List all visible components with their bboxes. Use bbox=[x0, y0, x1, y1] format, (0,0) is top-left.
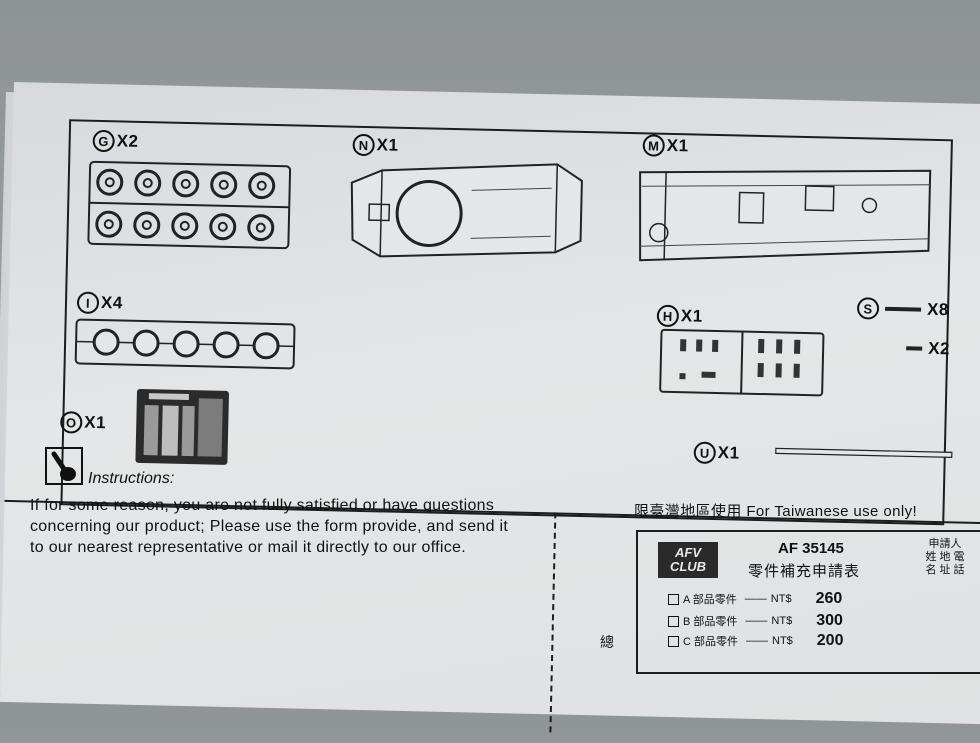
part-g-letter: G bbox=[92, 129, 115, 153]
floor-m-drawing bbox=[639, 169, 932, 262]
part-h-label: H X1 bbox=[656, 304, 703, 328]
part-i-label: I X4 bbox=[76, 291, 124, 314]
checkbox-b[interactable] bbox=[668, 615, 679, 627]
region-note: 限臺灣地區使用 For Taiwanese use only! bbox=[634, 503, 918, 520]
part-u-label: U X1 bbox=[693, 441, 740, 465]
sprue-i-drawing bbox=[74, 318, 296, 370]
row-a-label: A 部品零件 bbox=[683, 594, 737, 606]
form-row-b[interactable]: B 部品零件 —— NT$ 300 bbox=[668, 612, 843, 630]
applicant-fields: 姓 地 電 名 址 話 bbox=[925, 551, 965, 576]
row-a-price: 260 bbox=[815, 590, 843, 607]
part-s-letter: S bbox=[856, 297, 880, 320]
part-h-letter: H bbox=[656, 304, 680, 328]
part-h-count: X1 bbox=[680, 306, 703, 326]
logo-line-2: CLUB bbox=[669, 559, 707, 574]
instructions-title: Instructions: bbox=[88, 470, 175, 487]
part-s-short-label: X2 bbox=[906, 338, 950, 359]
part-o-letter: O bbox=[60, 411, 83, 434]
row-b-price: 300 bbox=[816, 612, 843, 629]
instruction-sheet: G X2 N X1 bbox=[0, 82, 980, 733]
logo-line-1: AFV bbox=[675, 545, 701, 560]
photo-etch-o-drawing bbox=[135, 388, 229, 465]
part-s-rod-long bbox=[885, 306, 922, 312]
part-u-letter: U bbox=[693, 441, 717, 465]
part-s-count-a: X8 bbox=[926, 299, 950, 320]
applicant-block: 申請人 姓 地 電 名 址 話 bbox=[900, 538, 980, 577]
applicant-header: 申請人 bbox=[928, 538, 962, 550]
sprue-g-drawing bbox=[87, 160, 292, 250]
row-c-currency: NT$ bbox=[772, 635, 793, 647]
hand-pointer-icon bbox=[45, 447, 83, 485]
checkbox-c[interactable] bbox=[668, 635, 679, 647]
part-u-count: X1 bbox=[717, 443, 740, 463]
instructions-body: If for some reason, you are not fully sa… bbox=[30, 497, 509, 556]
row-b-currency: NT$ bbox=[771, 615, 793, 627]
part-o-label: O X1 bbox=[60, 411, 106, 434]
part-i-letter: I bbox=[76, 291, 100, 314]
part-o-count: X1 bbox=[84, 412, 107, 433]
parts-frame: G X2 N X1 bbox=[60, 119, 953, 526]
part-s-count-b: X2 bbox=[927, 338, 951, 359]
form-row-c[interactable]: C 部品零件 —— NT$ 200 bbox=[668, 632, 843, 650]
row-c-price: 200 bbox=[816, 632, 844, 649]
row-b-label: B 部品零件 bbox=[683, 616, 738, 628]
cut-line bbox=[549, 512, 557, 733]
sprue-h-drawing bbox=[659, 328, 825, 397]
row-a-currency: NT$ bbox=[770, 593, 792, 605]
product-code: AF 35145 bbox=[778, 540, 844, 557]
parts-request-form: AFV CLUB AF 35145 零件補充申請表 申請人 姓 地 電 名 址 … bbox=[636, 530, 980, 674]
form-title: 零件補充申請表 bbox=[748, 563, 861, 580]
row-c-label: C 部品零件 bbox=[683, 636, 738, 648]
afv-club-logo: AFV CLUB bbox=[658, 542, 718, 578]
part-g-count: X2 bbox=[116, 131, 139, 151]
part-g-label: G X2 bbox=[92, 129, 139, 153]
checkbox-a[interactable] bbox=[668, 593, 679, 605]
part-s-label: S X8 bbox=[856, 297, 950, 321]
rod-u-drawing bbox=[775, 447, 953, 458]
part-s-rod-short bbox=[906, 346, 923, 351]
side-character: 總 bbox=[600, 634, 614, 650]
part-i-count: X4 bbox=[100, 293, 124, 313]
form-row-a[interactable]: A 部品零件 —— NT$ 260 bbox=[668, 590, 842, 608]
hull-n-drawing bbox=[350, 163, 583, 258]
